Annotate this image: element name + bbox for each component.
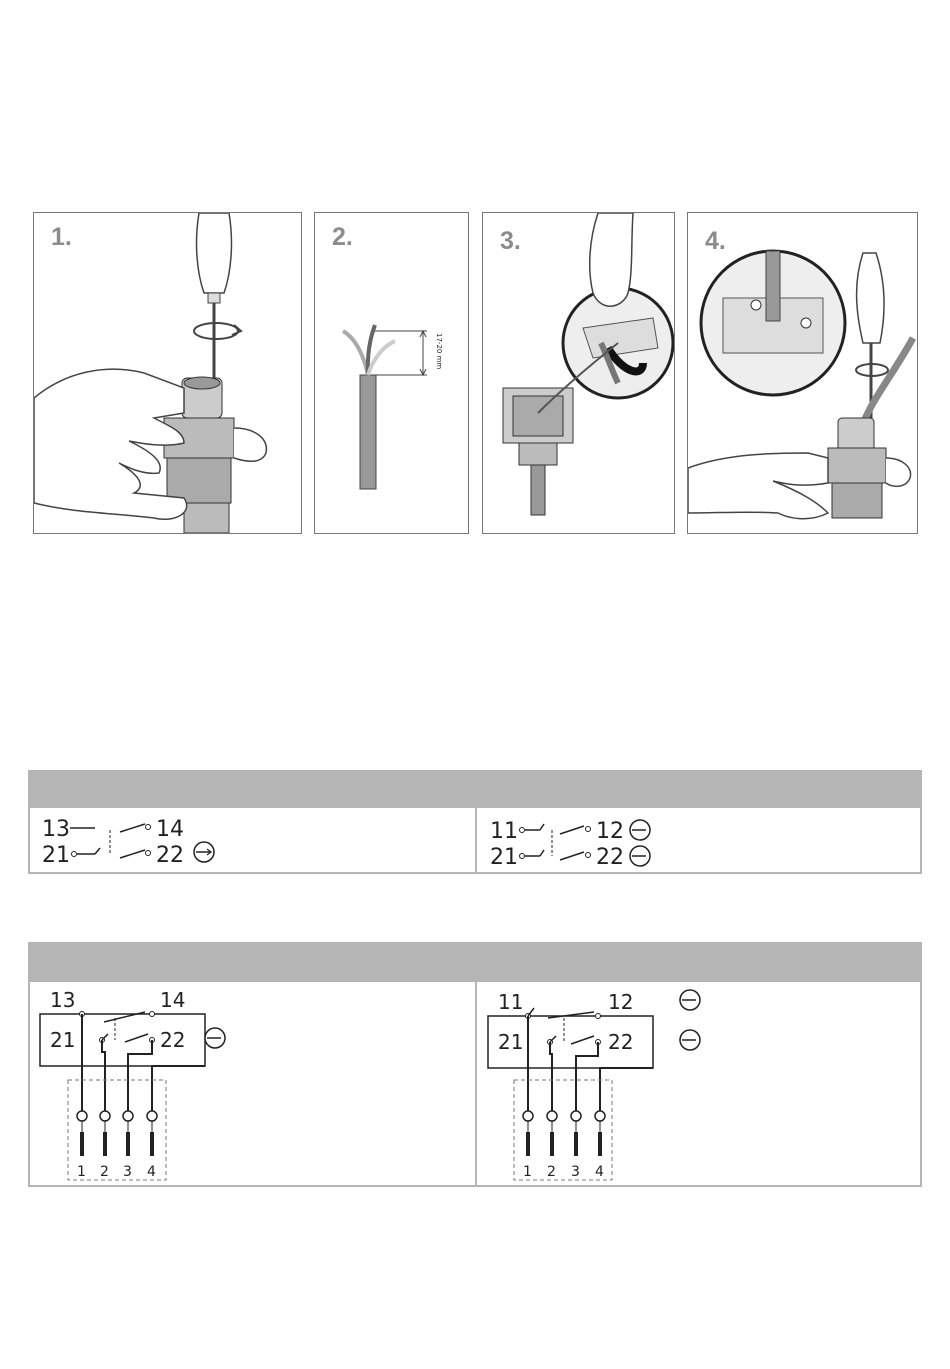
terminal-21-nc: 21 (498, 1030, 523, 1054)
terminal-14: 14 (156, 817, 184, 842)
terminal-22: 22 (160, 1028, 185, 1052)
pin-2: 2 (100, 1164, 109, 1180)
cable-gland-tighten-icon (688, 213, 918, 534)
contacts-table: 13 14 21 22 11 12 21 22 (28, 770, 922, 874)
pin-4: 4 (595, 1164, 604, 1180)
step-panel-3: 3. (482, 212, 675, 534)
pin-3: 3 (123, 1164, 132, 1180)
contacts-table-header (30, 772, 920, 808)
terminal-12: 12 (608, 990, 633, 1014)
terminal-12: 12 (596, 819, 624, 844)
screwdriver-hand-icon (34, 213, 302, 534)
contact-diagram-nc-nc: 11 12 21 22 (488, 810, 718, 872)
step-panel-2: 2. 17-20 mm (314, 212, 469, 534)
terminal-11: 11 (498, 990, 523, 1014)
pin-2: 2 (547, 1164, 556, 1180)
terminal-13: 13 (50, 988, 75, 1012)
step-panel-4: 4. (687, 212, 918, 534)
terminal-21-nc: 21 (490, 845, 518, 870)
positive-opening-icon (630, 820, 650, 840)
step-panel-1: 1. (33, 212, 302, 534)
contact-diagram-no-nc: 13 14 21 22 (40, 810, 270, 872)
terminal-13: 13 (42, 817, 70, 842)
terminal-22-nc: 22 (596, 845, 624, 870)
positive-opening-icon (205, 1028, 225, 1048)
pin-3: 3 (571, 1164, 580, 1180)
dimension-label: 17-20 mm (435, 333, 443, 369)
positive-opening-icon (680, 1030, 700, 1050)
wiring-diagram-no-nc: 13 14 21 22 (30, 982, 270, 1187)
pin-4: 4 (147, 1164, 156, 1180)
wiring-table: 13 14 21 22 (28, 942, 922, 1187)
connector-pins (523, 1111, 605, 1156)
terminal-21: 21 (50, 1028, 75, 1052)
contacts-table-divider (475, 808, 477, 872)
terminal-22: 22 (156, 843, 184, 868)
terminal-11: 11 (490, 819, 518, 844)
positive-opening-icon (194, 842, 214, 862)
wiring-diagram-nc-nc: 11 12 21 22 (476, 982, 716, 1187)
terminal-21: 21 (42, 843, 70, 868)
wire-insertion-icon (483, 213, 675, 534)
terminal-22-nc: 22 (608, 1030, 633, 1054)
connector-pins (77, 1111, 157, 1156)
wiring-table-header (30, 944, 920, 982)
terminal-14: 14 (160, 988, 185, 1012)
pin-1: 1 (77, 1164, 86, 1180)
positive-opening-icon (680, 990, 700, 1010)
stripped-cable-icon: 17-20 mm (315, 213, 469, 534)
pin-1: 1 (523, 1164, 532, 1180)
positive-opening-icon (630, 846, 650, 866)
